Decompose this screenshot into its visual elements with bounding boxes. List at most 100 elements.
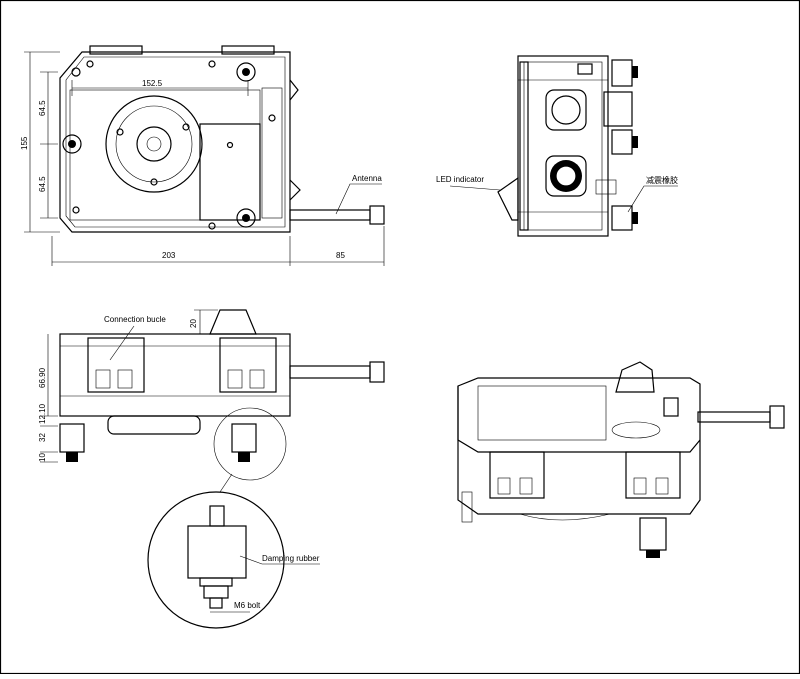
dial-hub xyxy=(136,126,172,162)
front-foot-left xyxy=(59,423,85,453)
dim-152-5-text: 152.5 xyxy=(142,79,163,88)
front-foot-right xyxy=(231,423,257,453)
dial-screw-1 xyxy=(182,123,190,131)
dial-outer xyxy=(105,95,203,193)
mount-bottom xyxy=(611,205,633,231)
led-indicator-dome xyxy=(497,176,519,221)
antenna-label: Antenna xyxy=(352,174,382,183)
connection-buckle-right xyxy=(219,337,277,393)
iso-housing xyxy=(457,377,701,515)
front-foot-right-bolt xyxy=(238,452,250,462)
damping-rubber-cn-leader xyxy=(627,185,678,213)
dim-12-10-text: 12.10 xyxy=(38,403,47,424)
isometric-view xyxy=(457,361,785,558)
mount-top xyxy=(611,59,633,87)
dim-10-text: 10 xyxy=(38,453,47,462)
mount-mid-bolt xyxy=(632,136,638,148)
iso-buckle-right xyxy=(625,451,681,499)
side-right-bracket xyxy=(603,91,633,127)
front-antenna-tip xyxy=(369,361,385,383)
dim-66-90-text: 66.90 xyxy=(38,367,47,388)
iso-buckle-right-slot-2 xyxy=(655,477,669,495)
small-hole-2 xyxy=(86,60,94,68)
mount-bottom-bolt xyxy=(632,212,638,224)
top-view-side-rail xyxy=(261,87,283,219)
detail-damping-rubber xyxy=(187,525,247,579)
detail-nut-upper xyxy=(199,577,233,587)
connection-bucle-label: Connection bucle xyxy=(104,315,166,324)
top-clip-right xyxy=(221,45,275,55)
damping-rubber-cn-label: 减震橡胶 xyxy=(646,175,678,185)
iso-buckle-right-slot-1 xyxy=(633,477,647,495)
mount-top-bolt xyxy=(632,66,638,78)
iso-buckle-left xyxy=(489,451,545,499)
mount-mid xyxy=(611,129,633,155)
side-bolt-left xyxy=(62,134,82,154)
antenna-leader xyxy=(335,183,382,215)
connection-bucle-leader xyxy=(109,325,135,361)
dial-ring xyxy=(115,105,193,183)
antenna-tip xyxy=(369,205,385,225)
front-antenna-rod xyxy=(289,365,371,379)
front-foot-left-bolt xyxy=(66,452,78,462)
top-view: Antenna 152.5 64.5 64.5 155 203 85 xyxy=(20,45,385,266)
antenna-rod xyxy=(289,209,371,221)
dial-center xyxy=(146,136,162,152)
dim-203-text: 203 xyxy=(162,251,176,260)
front-view-base-plate xyxy=(107,415,201,435)
port-lower-inner xyxy=(555,165,577,187)
module-hole xyxy=(226,141,234,149)
iso-lid-edge xyxy=(457,386,701,453)
dim-32-text: 32 xyxy=(38,433,47,442)
buckle-left-slot-2 xyxy=(117,369,133,389)
damping-rubber-label: Damping rubber xyxy=(262,554,320,563)
side-bump-upper xyxy=(289,79,299,101)
top-view-housing-inner xyxy=(65,56,286,228)
top-view-module xyxy=(199,123,261,221)
iso-dome xyxy=(615,361,655,393)
dial-screw-3 xyxy=(150,178,158,186)
detail-circle xyxy=(147,491,285,629)
iso-foot-bolt xyxy=(646,550,660,558)
buckle-right-slot-1 xyxy=(227,369,243,389)
corner-bolt-br-core xyxy=(242,214,250,222)
dim-64-5-upper-text: 64.5 xyxy=(38,100,47,116)
corner-bolt-tr xyxy=(236,62,256,82)
detail-callout-circle xyxy=(213,407,287,481)
side-view-housing-inner xyxy=(523,61,603,231)
top-view-inner-frame xyxy=(69,89,261,221)
small-hole-6 xyxy=(208,222,216,230)
corner-bolt-tr-core xyxy=(242,68,250,76)
led-indicator-leader xyxy=(449,185,501,191)
damping-rubber-leader xyxy=(239,555,320,565)
connection-buckle-left xyxy=(87,337,145,393)
buckle-right-slot-2 xyxy=(249,369,265,389)
corner-bolt-br xyxy=(236,208,256,228)
side-view: LED indicator 减震橡胶 xyxy=(436,55,678,237)
side-view-top-tab xyxy=(577,63,593,75)
top-clip-left xyxy=(89,45,143,55)
side-view-housing xyxy=(517,55,609,237)
detail-bolt-end xyxy=(209,597,223,609)
dim-155-text: 155 xyxy=(20,136,29,150)
detail-connector-line xyxy=(219,473,233,493)
side-view-left-rail xyxy=(519,61,529,231)
iso-indicator-window xyxy=(663,397,679,417)
small-hole-5 xyxy=(72,206,80,214)
buckle-left-slot-1 xyxy=(95,369,111,389)
m6-bolt-label: M6 bolt xyxy=(234,601,261,610)
iso-antenna-tip xyxy=(769,405,785,429)
iso-base-plate xyxy=(519,513,611,521)
dim-20-text: 20 xyxy=(189,319,198,328)
small-hole-3 xyxy=(208,60,216,68)
detail-nut xyxy=(203,585,229,599)
port-upper-frame xyxy=(545,89,587,131)
dim-64-5-lower-text: 64.5 xyxy=(38,176,47,192)
iso-buckle-left-slot-1 xyxy=(497,477,511,495)
iso-left-foot xyxy=(461,491,473,523)
iso-port xyxy=(611,421,661,439)
iso-antenna-rod xyxy=(697,411,771,423)
